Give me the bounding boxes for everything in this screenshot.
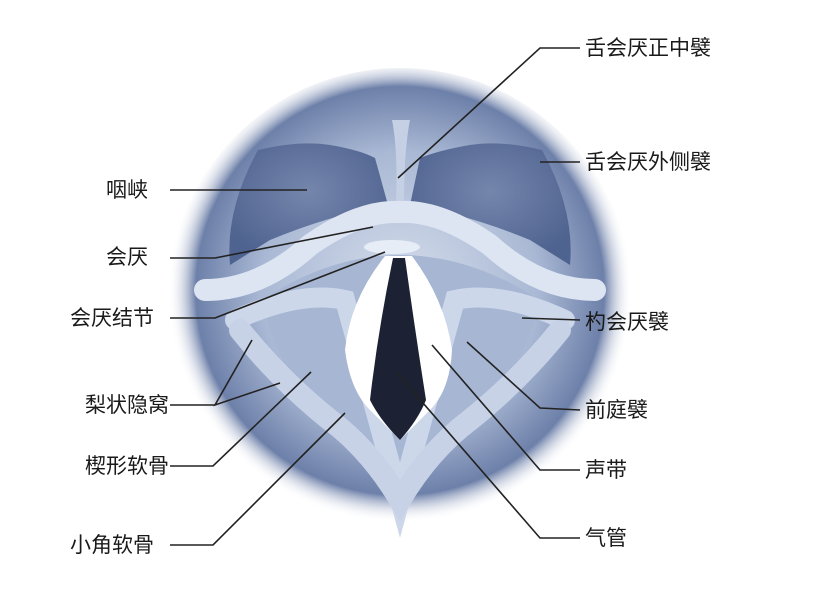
label-vocal-cord: 声带 bbox=[585, 458, 627, 482]
epiglottic-tubercle-shape bbox=[364, 240, 420, 254]
label-cuneiform-cartilage: 楔形软骨 bbox=[85, 454, 169, 478]
label-corniculate-cartilage: 小角软骨 bbox=[70, 533, 154, 557]
label-vestibular-fold: 前庭襞 bbox=[585, 398, 648, 422]
epiglottis-shape bbox=[194, 200, 606, 301]
label-trachea: 气管 bbox=[585, 526, 627, 550]
label-epiglottic-tubercle: 会厌结节 bbox=[70, 306, 154, 330]
right-pharyngeal-pocket bbox=[410, 143, 571, 265]
label-piriform-recess: 梨状隐窝 bbox=[85, 393, 169, 417]
label-fauces: 咽峡 bbox=[106, 178, 148, 202]
left-pharyngeal-pocket bbox=[229, 143, 388, 265]
label-lateral-glossoepiglottic-fold: 舌会厌外侧襞 bbox=[585, 150, 711, 174]
median-fold-shape bbox=[392, 120, 410, 205]
label-aryepiglottic-fold: 杓会厌襞 bbox=[585, 310, 669, 334]
label-median-glossoepiglottic-fold: 舌会厌正中襞 bbox=[585, 36, 711, 60]
trachea-opening bbox=[370, 258, 426, 440]
label-epiglottis: 会厌 bbox=[106, 245, 148, 269]
